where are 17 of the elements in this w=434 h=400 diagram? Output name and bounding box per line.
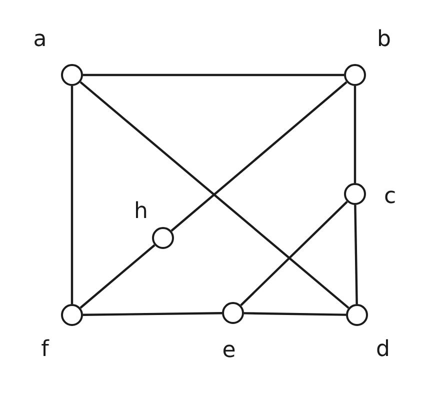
edge-line	[80, 81, 350, 309]
edge-line	[240, 200, 348, 306]
edge-line	[354, 86, 356, 183]
vertex-label: f	[41, 338, 49, 362]
vertex-label: a	[33, 28, 47, 52]
vertex-label: d	[376, 338, 390, 362]
vertex-label: b	[377, 28, 391, 52]
edge-line	[244, 312, 346, 316]
edge-line	[70, 86, 74, 304]
edge-line	[170, 81, 348, 232]
vertex-label: e	[222, 339, 236, 363]
edge-line	[354, 204, 358, 304]
edge-line	[82, 312, 222, 316]
edge-line	[80, 244, 156, 309]
edge-line	[83, 74, 344, 76]
vertex-label: h	[134, 200, 148, 224]
vertex-label: c	[384, 185, 396, 209]
